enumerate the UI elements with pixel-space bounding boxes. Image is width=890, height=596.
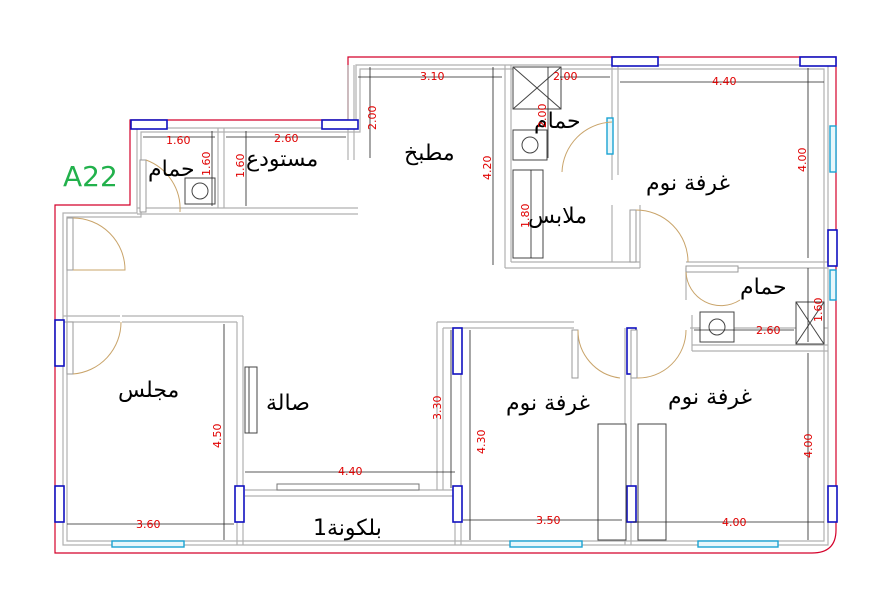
dim-kitchen-depth: 2.00 [366,106,379,131]
dim-bedroom-master-width: 4.40 [712,75,737,88]
dim-storage-depth: 1.60 [234,154,247,179]
dim-bath2-depth: 2.00 [536,104,549,129]
dim-bedroom3-width: 4.00 [722,516,747,529]
balcony-railing [276,483,420,491]
dim-majlis-width: 3.60 [136,518,161,531]
windows [54,56,838,548]
dimension-lines [67,67,824,540]
room-labels: A22 حمام مستودع مطبخ حمام ملابس غرفة نوم… [63,109,787,541]
dim-bedroom3-depth: 4.00 [802,434,815,459]
label-bath-2: حمام [534,109,581,134]
dim-bath1-depth: 1.60 [200,152,213,177]
dim-bath3-width: 2.60 [756,324,781,337]
plot-outline [54,56,837,554]
dim-kitchen-width: 3.10 [420,70,445,83]
label-balcony: بلكونة1 [313,516,382,541]
label-storage: مستودع [246,147,318,172]
dim-balcony-width: 4.40 [338,465,363,478]
dim-bath1-width: 1.60 [166,134,191,147]
label-bedroom-2: غرفة نوم [506,391,590,416]
doors [66,121,741,379]
label-hall: صالة [266,391,310,416]
dim-majlis-depth: 4.50 [211,424,224,449]
label-bedroom-master: غرفة نوم [646,171,730,196]
label-bath-1: حمام [148,157,195,182]
dim-bath2-width: 2.00 [553,70,578,83]
bathroom-fixtures [184,66,825,541]
dim-hall-depth: 3.30 [431,396,444,421]
dim-storage-width: 2.60 [274,132,299,145]
dimension-labels: 3.10 2.00 4.20 2.00 2.00 4.40 4.00 1.60 … [136,70,825,531]
label-kitchen: مطبخ [404,141,455,166]
label-bedroom-3: غرفة نوم [668,385,752,410]
dim-bedroom2-width: 3.50 [536,514,561,527]
label-dressing: ملابس [528,204,587,229]
dim-bedroom2-depth: 4.30 [475,430,488,455]
dim-kitchen-height: 4.20 [481,156,494,181]
dim-bath3-depth: 1.60 [812,298,825,323]
dim-dressing-depth: 1.80 [519,204,532,229]
label-majlis: مجلس [118,378,179,403]
unit-code: A22 [63,160,118,193]
dim-bedroom-master-depth: 4.00 [796,148,809,173]
label-bath-3: حمام [740,275,787,300]
